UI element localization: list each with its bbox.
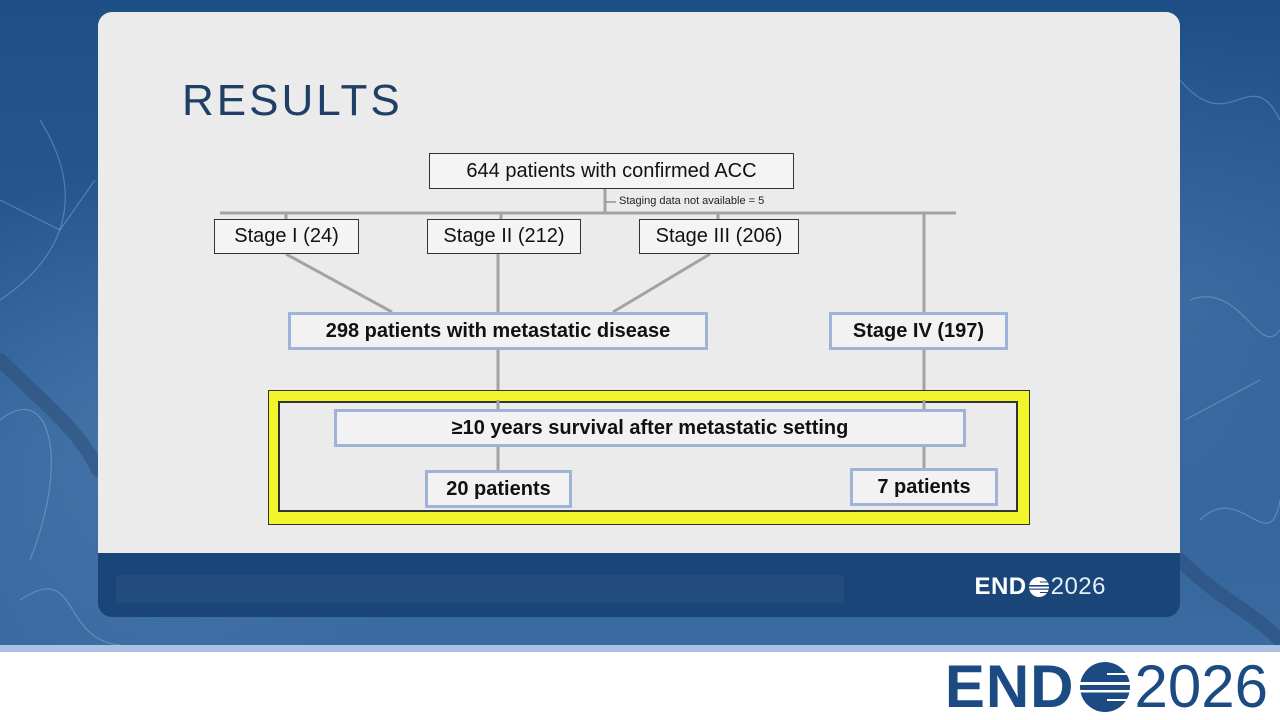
right-result-box: 7 patients — [850, 468, 998, 506]
left-result-label: 20 patients — [446, 477, 551, 500]
slide-title: RESULTS — [182, 76, 403, 125]
right-result-label: 7 patients — [877, 475, 971, 498]
slide-panel: RESULTS 644 patients with confirmed ACC … — [98, 12, 1180, 553]
top-box: 644 patients with confirmed ACC — [429, 153, 794, 189]
footer-logo-word: END — [974, 573, 1027, 600]
slide-footer: END 2026 — [98, 553, 1180, 617]
stage1-label: Stage I (24) — [234, 225, 339, 247]
globe-icon — [1028, 577, 1049, 597]
stage3-label: Stage III (206) — [655, 225, 783, 247]
survival-box: ≥10 years survival after metastatic sett… — [334, 409, 966, 447]
bottom-rule — [0, 645, 1280, 652]
footer-placeholder-bar — [116, 575, 844, 603]
metastatic-label: 298 patients with metastatic disease — [325, 319, 671, 342]
background-network-graphic — [0, 79, 1280, 645]
stage2-box: Stage II (212) — [427, 219, 581, 254]
bottom-logo-year: 2026 — [1134, 653, 1268, 720]
inner-connectors — [496, 400, 926, 470]
stage1-box: Stage I (24) — [214, 219, 359, 254]
footer-logo: END 2026 — [974, 573, 1106, 601]
footer-logo-year: 2026 — [1050, 573, 1106, 600]
bottom-rule-gap — [0, 652, 1280, 654]
bottom-logo: END 2026 — [945, 657, 1268, 717]
stage3-box: Stage III (206) — [639, 219, 799, 254]
metastatic-box: 298 patients with metastatic disease — [288, 312, 708, 350]
bottom-brand-strip: END 2026 — [0, 645, 1280, 720]
left-result-box: 20 patients — [425, 470, 572, 508]
survival-label: ≥10 years survival after metastatic sett… — [451, 416, 849, 439]
bottom-logo-word: END — [944, 653, 1075, 720]
stage4-box: Stage IV (197) — [829, 312, 1008, 350]
globe-icon — [1079, 662, 1130, 712]
stage2-label: Stage II (212) — [443, 225, 565, 247]
staging-note: Staging data not available = 5 — [619, 195, 765, 207]
stage4-label: Stage IV (197) — [852, 319, 985, 342]
top-box-label: 644 patients with confirmed ACC — [466, 159, 757, 182]
